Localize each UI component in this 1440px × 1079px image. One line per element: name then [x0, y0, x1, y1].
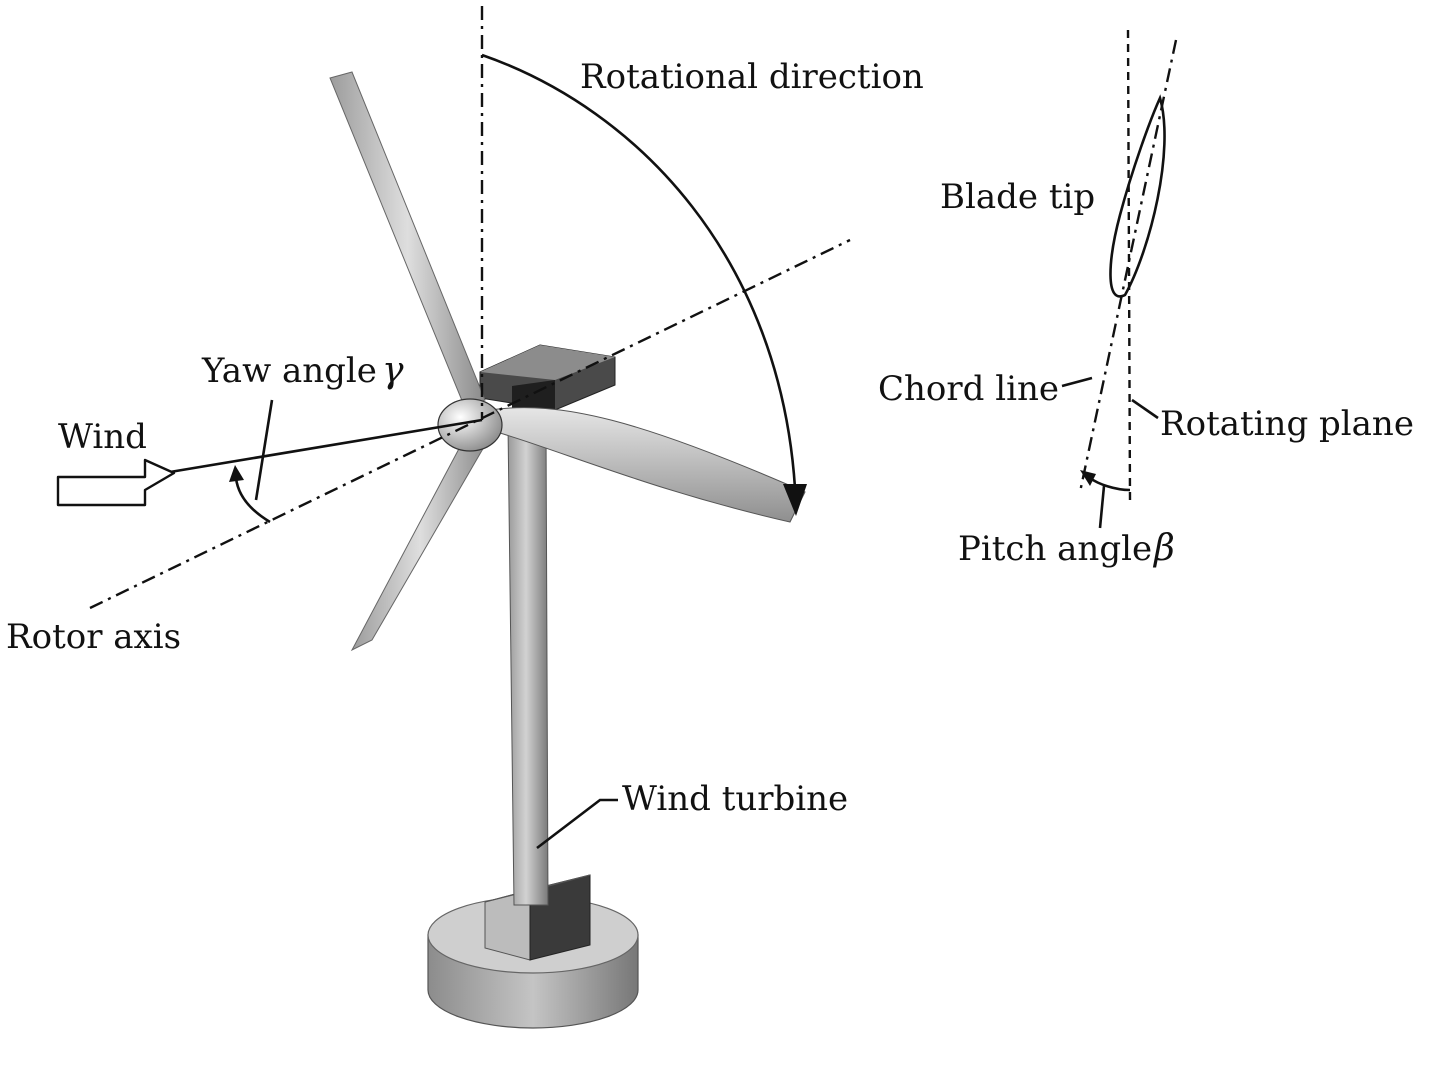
symbol-yaw-gamma: γ	[382, 350, 404, 391]
blade-tip-inset	[1061, 29, 1178, 529]
blade-lower	[350, 427, 489, 652]
pitch-label-leader	[1098, 485, 1106, 529]
label-yaw-angle: Yaw angle	[201, 351, 377, 391]
nacelle	[479, 344, 616, 412]
chord-line	[1078, 39, 1178, 493]
wind-turbine-leader	[536, 798, 618, 850]
pitch-angle-arrowhead	[1080, 470, 1096, 486]
yaw-angle-arc	[234, 477, 271, 524]
yaw-label-leader	[254, 399, 274, 501]
label-chord-line: Chord line	[878, 369, 1059, 409]
label-rotational-direction: Rotational direction	[580, 57, 924, 97]
tower	[507, 424, 549, 906]
label-rotor-axis: Rotor axis	[6, 617, 181, 657]
chord-line-leader	[1061, 376, 1093, 388]
rotational-direction-arrowhead	[783, 484, 807, 516]
symbol-pitch-beta: β	[1152, 528, 1175, 569]
airfoil-section	[1109, 94, 1166, 298]
rotor-axis-line	[89, 238, 851, 610]
rotating-plane-line	[1126, 29, 1132, 501]
rotor-hub	[437, 398, 503, 452]
label-wind: Wind	[58, 417, 147, 457]
label-pitch-angle: Pitch angle	[958, 529, 1152, 569]
wind-direction-line	[169, 418, 483, 474]
pitch-angle-arc	[1089, 476, 1131, 492]
yaw-angle-arrowhead	[229, 465, 244, 482]
rotating-plane-leader	[1131, 398, 1159, 420]
blade-upper	[329, 71, 486, 409]
label-blade-tip: Blade tip	[940, 177, 1095, 217]
rotational-direction-arc	[481, 53, 797, 489]
wind-arrow-icon	[56, 458, 176, 507]
label-rotating-plane: Rotating plane	[1160, 404, 1414, 444]
label-wind-turbine: Wind turbine	[622, 779, 848, 819]
